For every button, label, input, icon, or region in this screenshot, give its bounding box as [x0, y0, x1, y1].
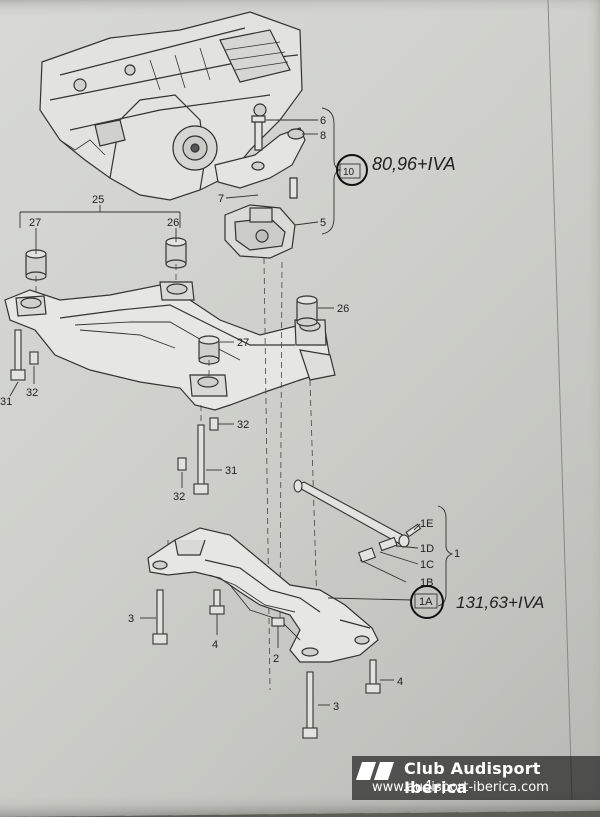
callout-8: 8: [320, 130, 326, 142]
callout-1A-box: [414, 593, 438, 609]
callout-32-lower: 32: [173, 491, 185, 503]
callout-1E: 1E: [420, 518, 433, 530]
callout-4-left: 4: [212, 639, 218, 651]
lower-subframe: [147, 527, 379, 663]
callout-4-right: 4: [397, 676, 403, 688]
callout-27-center: 27: [237, 337, 249, 349]
lower-leader-lines: [140, 505, 454, 706]
link-rod-1A: [293, 479, 422, 563]
callout-26-left: 26: [167, 217, 179, 229]
watermark-url: www.audisport-iberica.com: [372, 780, 549, 795]
callout-1D: 1D: [420, 543, 434, 555]
callout-31-center: 31: [225, 465, 237, 477]
handwritten-price-part-10: 80,96+IVA: [372, 154, 456, 174]
callout-10: 10: [343, 167, 355, 178]
callout-3-left: 3: [128, 613, 134, 625]
rubber-bushings: [25, 237, 318, 365]
gearbox-mount-bracket: [214, 115, 306, 199]
handwritten-price-part-1A: 131,63+IVA: [456, 593, 544, 612]
callout-32-left: 32: [26, 387, 38, 399]
callout-2: 2: [273, 653, 279, 665]
callout-10-box: [339, 163, 361, 179]
handwritten-circle-1A: [410, 585, 444, 619]
page-edge-line: [547, 0, 573, 800]
callout-5: 5: [320, 217, 326, 229]
parts-exploded-diagram: 6 8 7 5 10 80,96+IVA: [0, 0, 573, 800]
callout-26-right: 26: [337, 303, 349, 315]
callout-32-center: 32: [237, 419, 249, 431]
callout-1A: 1A: [419, 596, 433, 608]
callout-31-left: 31: [0, 396, 12, 408]
upper-leader-lines: [9, 205, 334, 488]
watermark-banner: Club Audisport Ibérica www.audisport-ibe…: [352, 756, 600, 800]
gearbox-illustration: [39, 11, 303, 201]
club-logo-icon: [356, 762, 394, 780]
upper-bolts: [10, 329, 219, 495]
callout-1C: 1C: [420, 559, 434, 571]
callout-25: 25: [92, 194, 104, 206]
callout-6: 6: [320, 115, 326, 127]
rubber-transmission-mount: [224, 204, 296, 259]
callout-3-right: 3: [333, 701, 339, 713]
subframe-crossmember: [4, 281, 336, 411]
callout-1: 1: [454, 548, 460, 560]
callout-27-left: 27: [29, 217, 41, 229]
watermark-club-name: Club Audisport Ibérica: [404, 759, 541, 797]
handwritten-circle-10: [336, 154, 368, 186]
callout-7: 7: [218, 193, 224, 205]
